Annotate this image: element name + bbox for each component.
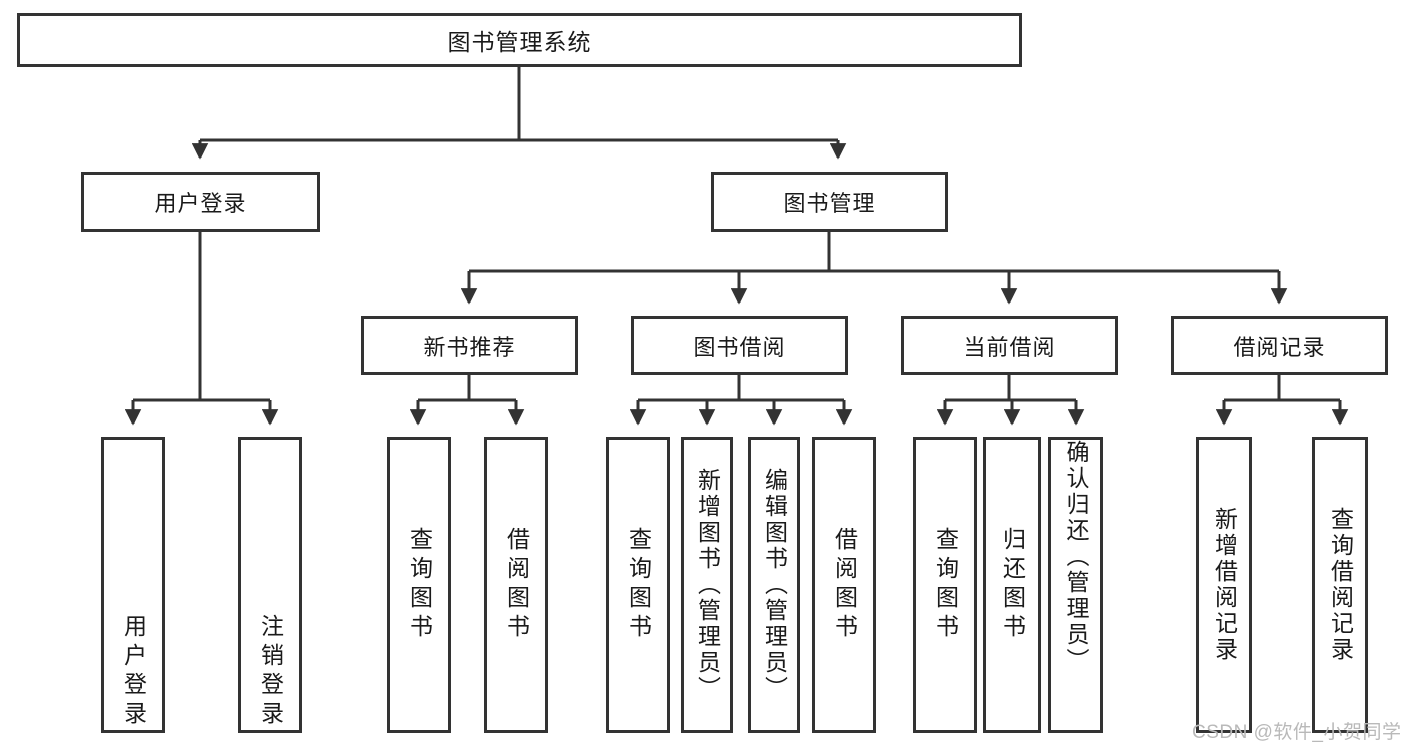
node-leaf-query-book-3[interactable]: 查询图书 (913, 437, 977, 733)
node-leaf-borrow-book-1-label: 借阅图书 (503, 527, 530, 643)
node-leaf-add-book-label: 新增图书（管理员） (694, 468, 721, 702)
node-leaf-user-logout-label: 注销登录 (257, 614, 284, 730)
node-new-book-recommend[interactable]: 新书推荐 (361, 316, 578, 375)
node-leaf-user-login[interactable]: 用户登录 (101, 437, 165, 733)
node-new-book-recommend-label: 新书推荐 (423, 334, 516, 360)
node-leaf-borrow-book-2[interactable]: 借阅图书 (812, 437, 876, 733)
node-leaf-add-borrow-record-label: 新增借阅记录 (1211, 507, 1238, 663)
node-leaf-query-book-3-label: 查询图书 (932, 527, 959, 643)
node-book-management-label: 图书管理 (783, 191, 876, 216)
csdn-watermark: CSDN @软件_小贺同学 (1192, 722, 1402, 743)
node-leaf-confirm-return-label: 确认归还（管理员） (1063, 440, 1089, 674)
node-leaf-query-borrow-record-label: 查询借阅记录 (1327, 507, 1354, 663)
node-current-borrow-label: 当前借阅 (963, 334, 1056, 360)
node-leaf-user-logout[interactable]: 注销登录 (238, 437, 302, 733)
node-leaf-edit-book-label: 编辑图书（管理员） (761, 468, 788, 702)
node-leaf-query-book-1[interactable]: 查询图书 (387, 437, 451, 733)
node-book-borrow[interactable]: 图书借阅 (631, 316, 848, 375)
node-leaf-add-borrow-record[interactable]: 新增借阅记录 (1196, 437, 1252, 733)
node-root-label: 图书管理系统 (447, 29, 592, 55)
node-book-borrow-label: 图书借阅 (693, 334, 786, 360)
node-leaf-edit-book[interactable]: 编辑图书（管理员） (748, 437, 800, 733)
node-leaf-query-book-1-label: 查询图书 (406, 527, 433, 643)
node-leaf-query-book-2[interactable]: 查询图书 (606, 437, 670, 733)
node-leaf-query-book-2-label: 查询图书 (625, 527, 652, 643)
node-leaf-return-book-label: 归还图书 (999, 527, 1026, 643)
node-current-borrow[interactable]: 当前借阅 (901, 316, 1118, 375)
node-borrow-record[interactable]: 借阅记录 (1171, 316, 1388, 375)
node-leaf-confirm-return[interactable]: 确认归还（管理员） (1048, 437, 1103, 733)
node-leaf-add-book[interactable]: 新增图书（管理员） (681, 437, 733, 733)
node-borrow-record-label: 借阅记录 (1233, 334, 1326, 360)
node-leaf-borrow-book-1[interactable]: 借阅图书 (484, 437, 548, 733)
node-root[interactable]: 图书管理系统 (17, 13, 1022, 67)
node-leaf-user-login-label: 用户登录 (120, 614, 147, 730)
node-leaf-borrow-book-2-label: 借阅图书 (831, 527, 858, 643)
node-user-login-label: 用户登录 (154, 191, 247, 216)
node-book-management[interactable]: 图书管理 (711, 172, 948, 232)
node-leaf-return-book[interactable]: 归还图书 (983, 437, 1041, 733)
node-leaf-query-borrow-record[interactable]: 查询借阅记录 (1312, 437, 1368, 733)
node-user-login[interactable]: 用户登录 (81, 172, 320, 232)
